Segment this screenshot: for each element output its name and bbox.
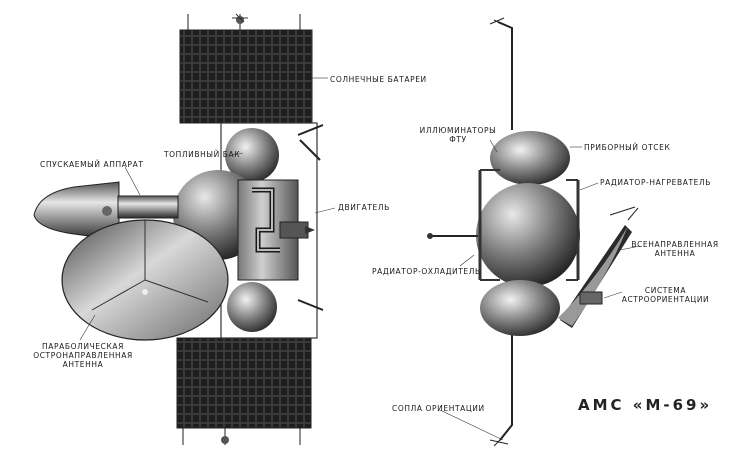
solar-panel-bottom <box>176 337 312 429</box>
label-accumulators-line2: ФТУ <box>449 135 467 144</box>
label-parabolic-antenna-line3: АНТЕННА <box>62 360 104 369</box>
diagram-title: АМС «М-69» <box>578 396 713 414</box>
label-parabolic-antenna: ПАРАБОЛИЧЕСКАЯ ОСТРОНАПРАВЛЕННАЯ АНТЕННА <box>28 342 138 369</box>
label-instrument-bay: ПРИБОРНЫЙ ОТСЕК <box>584 143 671 152</box>
label-parabolic-antenna-line1: ПАРАБОЛИЧЕСКАЯ <box>42 342 124 351</box>
front-view <box>427 17 641 447</box>
label-engine: ДВИГАТЕЛЬ <box>338 203 390 212</box>
label-omni-antenna-line1: ВСЕНАПРАВЛЕННАЯ <box>631 240 719 249</box>
label-orientation-system-line1: СИСТЕМА <box>644 286 687 295</box>
engine <box>279 221 309 239</box>
label-accumulators-line1: ИЛЛЮМИНАТОРЫ <box>419 126 497 135</box>
label-descent-module: СПУСКАЕМЫЙ АППАРАТ <box>40 160 144 169</box>
label-accumulators: ИЛЛЮМИНАТОРЫ ФТУ <box>418 126 498 144</box>
label-radiator-cooler: РАДИАТОР-ОХЛАДИТЕЛЬ <box>372 267 481 276</box>
fuel-tank <box>225 128 279 182</box>
label-orientation-nozzles: СОПЛА ОРИЕНТАЦИИ <box>392 404 485 413</box>
label-fuel-tank: ТОПЛИВНЫЙ БАК <box>164 150 241 159</box>
label-radiator-heater: РАДИАТОР-НАГРЕВАТЕЛЬ <box>600 178 711 187</box>
label-orientation-system: СИСТЕМА АСТРООРИЕНТАЦИИ <box>618 286 713 304</box>
label-omni-antenna: ВСЕНАПРАВЛЕННАЯ АНТЕННА <box>630 240 720 258</box>
solar-panel-top <box>179 29 313 124</box>
label-orientation-system-line2: АСТРООРИЕНТАЦИИ <box>621 295 710 304</box>
side-view <box>33 13 336 445</box>
label-solar-panels: СОЛНЕЧНЫЕ БАТАРЕИ <box>330 75 427 84</box>
label-omni-antenna-line2: АНТЕННА <box>654 249 696 258</box>
label-parabolic-antenna-line2: ОСТРОНАПРАВЛЕННАЯ <box>33 351 133 360</box>
instrument-bay <box>490 131 570 185</box>
